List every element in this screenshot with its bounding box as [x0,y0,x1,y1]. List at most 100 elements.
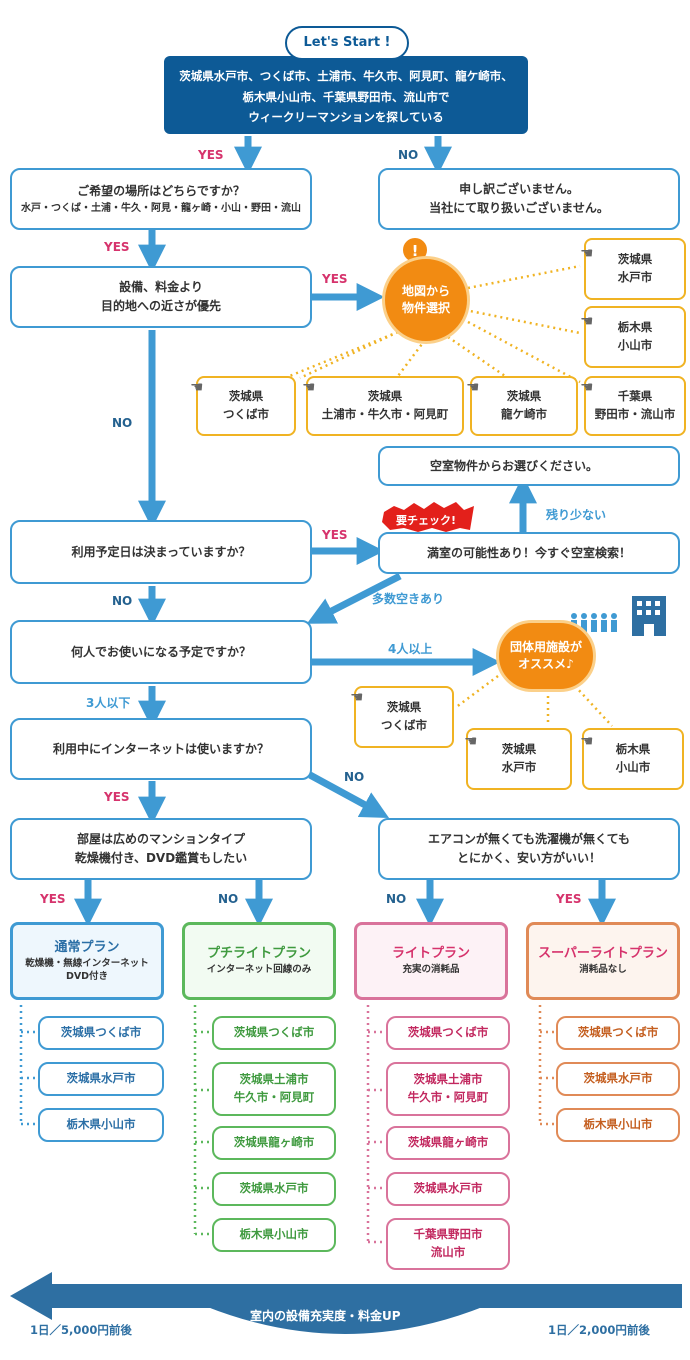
pointing-hand-icon: ☚ [350,688,364,706]
full-possible-text: 満室の可能性あり！今すぐ空室検索！ [426,545,631,560]
pointing-hand-icon: ☚ [580,244,594,262]
plan-light[interactable]: ライトプラン 充実の消耗品 [354,922,508,1000]
map-select-circle[interactable]: 地図から 物件選択 [382,256,470,344]
arrow-many-open [306,572,402,624]
vacancy-pick-text: 空室物件からお選びください。 [429,458,598,473]
question-cheap-line-1: エアコンが無くても洗濯機が無くても [427,832,631,847]
sorry-box: 申し訳ございません。 当社にて取り扱いございません。 [378,168,680,230]
full-possible-box[interactable]: 満室の可能性あり！今すぐ空室検索！ [378,532,680,574]
label-yes-cheap: YES [556,892,582,906]
plan-city[interactable]: 栃木県小山市 [556,1108,680,1142]
map-links [269,264,613,727]
pointing-hand-icon: ☚ [466,378,480,396]
question-date: 利用予定日は決まっていますか？ [10,520,312,584]
label-many-open: 多数空きあり [372,592,445,606]
plan-city-name: 牛久市・阿見町 [233,1090,315,1104]
label-three-less: 3人以下 [86,696,131,710]
plan-city[interactable]: 茨城県水戸市 [556,1062,680,1096]
plan-petit-light[interactable]: プチライトプラン インターネット回線のみ [182,922,336,1000]
map-city-mito[interactable]: 茨城県 水戸市 [584,238,686,300]
plan-city-name: 茨城県土浦市 [239,1072,309,1087]
plan-city[interactable]: 茨城県つくば市 [556,1016,680,1050]
plan-city[interactable]: 茨城県水戸市 [212,1172,336,1206]
plan-city[interactable]: 茨城県つくば市 [212,1016,336,1050]
map-city-oyama[interactable]: 栃木県 小山市 [584,306,686,368]
question-room-line-1: 部屋は広めのマンションタイプ [76,832,245,847]
check-badge-burst [382,502,474,532]
group-city-pref: 茨城県 [386,700,422,715]
plan-city[interactable]: 茨城県土浦市牛久市・阿見町 [212,1062,336,1116]
question-priority: 設備、料金より 目的地への近さが優先 [10,266,312,328]
plan-standard[interactable]: 通常プラン 乾燥機・無線インターネット DVD付き [10,922,164,1000]
plan-city[interactable]: 茨城県龍ヶ崎市 [386,1126,510,1160]
map-select-line-1: 地図から [401,284,450,299]
question-room-line-2: 乾燥機付き、DVD鑑賞もしたい [74,851,248,865]
start-box: 茨城県水戸市、つくば市、土浦市、牛久市、阿見町、龍ケ崎市、 栃木県小山市、千葉県… [164,56,528,134]
map-city-name: 龍ケ崎市 [501,407,547,421]
group-facility-circle[interactable]: 団体用施設が オススメ♪ [496,620,596,692]
label-yes-priority: YES [322,272,348,286]
group-city-tsukuba[interactable]: 茨城県 つくば市 [354,686,454,748]
plan-city[interactable]: 茨城県水戸市 [38,1062,164,1096]
plan-city[interactable]: 茨城県つくば市 [386,1016,510,1050]
group-city-name: 小山市 [615,760,651,774]
bottom-arrow-label: 室内の設備充実度・料金UP [250,1309,401,1323]
plan-super-light[interactable]: スーパーライトプラン 消耗品なし [526,922,680,1000]
plan-city-name: 千葉県野田市 [413,1227,483,1242]
label-no-room: NO [218,892,239,906]
label-four-plus: 4人以上 [388,642,433,656]
group-city-mito[interactable]: 茨城県 水戸市 [466,728,572,790]
map-city-pref: 千葉県 [617,389,653,404]
start-line-2: 栃木県小山市、千葉県野田市、流山市で [242,89,450,104]
arrow-internet-no [308,771,390,819]
map-city-tsukuba[interactable]: 茨城県 つくば市 [196,376,296,436]
plan-trees [19,1005,556,1244]
question-people-text: 何人でお使いになる予定ですか？ [70,644,251,659]
plan-city-name: 茨城県水戸市 [413,1181,483,1196]
question-cheap-line-2: とにかく、安い方がいい！ [456,851,601,865]
plan-city[interactable]: 茨城県水戸市 [386,1172,510,1206]
plan-city[interactable]: 茨城県龍ヶ崎市 [212,1126,336,1160]
plan-city[interactable]: 栃木県小山市 [212,1218,336,1252]
map-city-tsuchiura[interactable]: 茨城県 土浦市・牛久市・阿見町 [306,376,464,436]
plan-city-name: 栃木県小山市 [66,1117,136,1132]
plan-city-name: 栃木県小山市 [583,1117,653,1132]
plan-city-name: 牛久市・阿見町 [407,1090,489,1104]
plan-desc: インターネット回線のみ [206,964,312,976]
map-city-ryugasaki[interactable]: 茨城県 龍ケ崎市 [470,376,578,436]
pointing-hand-icon: ☚ [302,378,316,396]
group-city-pref: 栃木県 [615,742,651,757]
question-date-text: 利用予定日は決まっていますか？ [71,544,251,559]
plan-city-name: 茨城県龍ヶ崎市 [233,1135,315,1150]
sorry-line-1: 申し訳ございません。 [459,182,579,197]
group-city-oyama[interactable]: 栃木県 小山市 [582,728,684,790]
start-badge-text: Let's Start ! [303,34,391,50]
group-line-1: 団体用施設が [509,640,582,655]
question-priority-line-1: 設備、料金より [119,280,203,295]
plan-city[interactable]: 栃木県小山市 [38,1108,164,1142]
plan-city-name: 流山市 [430,1245,466,1259]
map-city-noda[interactable]: 千葉県 野田市・流山市 [584,376,686,436]
plan-city[interactable]: 茨城県つくば市 [38,1016,164,1050]
plan-city-name: 茨城県つくば市 [577,1025,659,1040]
bottom-arrow [10,1272,682,1334]
map-city-name: 土浦市・牛久市・阿見町 [321,407,449,421]
plan-city-name: 茨城県つくば市 [233,1025,315,1040]
label-no-start: NO [398,148,419,162]
question-location: ご希望の場所はどちらですか？ 水戸・つくば・土浦・牛久・阿見・龍ヶ崎・小山・野田… [10,168,312,230]
group-city-name: つくば市 [381,718,427,732]
plan-desc: 消耗品なし [579,964,627,976]
plan-city[interactable]: 千葉県野田市流山市 [386,1218,510,1270]
plan-city-name: 茨城県土浦市 [413,1072,483,1087]
plan-city[interactable]: 茨城県土浦市牛久市・阿見町 [386,1062,510,1116]
group-line-2: オススメ♪ [518,657,574,671]
label-few-left: 残り少ない [546,508,607,522]
map-city-pref: 茨城県 [506,389,542,404]
question-location-areas: 水戸・つくば・土浦・牛久・阿見・龍ヶ崎・小山・野田・流山 [21,202,301,214]
group-city-pref: 茨城県 [501,742,537,757]
label-no-priority: NO [112,416,133,430]
svg-text:!: ! [412,242,419,260]
plan-city-name: 茨城県つくば市 [60,1025,142,1040]
question-people: 何人でお使いになる予定ですか？ [10,620,312,684]
